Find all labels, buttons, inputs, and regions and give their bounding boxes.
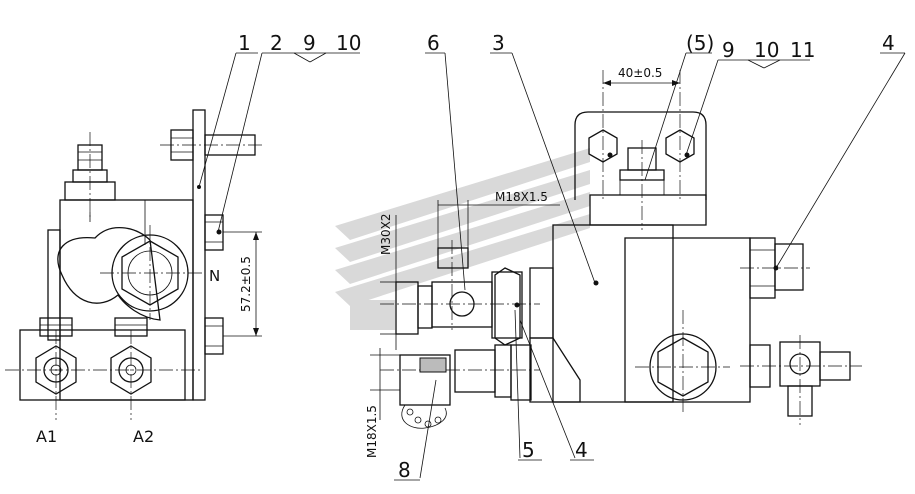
left-view bbox=[5, 109, 262, 420]
callout-10-right: 10 bbox=[754, 38, 779, 62]
port-labels: A1 A2 N bbox=[36, 267, 220, 446]
callout-5-paren: (5) bbox=[686, 31, 714, 55]
dimension-height: 57.2±0.5 bbox=[239, 256, 253, 312]
right-view bbox=[370, 70, 862, 429]
callout-8: 8 bbox=[398, 458, 411, 482]
watermark-logo bbox=[335, 148, 590, 330]
callout-10-left: 10 bbox=[336, 31, 361, 55]
callout-2: 2 bbox=[270, 31, 283, 55]
leader-lines bbox=[197, 52, 906, 481]
dimension-labels: 40±0.5 M18X1.5 M30X2 57.2±0.5 M18X1.5 bbox=[239, 66, 662, 458]
callout-labels: 1 2 9 10 6 3 (5) 9 10 11 4 5 4 8 bbox=[238, 31, 895, 482]
callout-1: 1 bbox=[238, 31, 251, 55]
port-label-a2: A2 bbox=[133, 427, 154, 446]
callout-9-right: 9 bbox=[722, 38, 735, 62]
callout-5-bottom: 5 bbox=[522, 438, 535, 462]
callout-4-top: 4 bbox=[882, 31, 895, 55]
port-label-a1: A1 bbox=[36, 427, 57, 446]
callout-4-bottom: 4 bbox=[575, 438, 588, 462]
callout-9-left: 9 bbox=[303, 31, 316, 55]
port-label-n: N bbox=[209, 267, 220, 285]
dimension-thread-vertical: M30X2 bbox=[379, 214, 393, 255]
dimension-thread-bottom: M18X1.5 bbox=[365, 405, 379, 458]
dimension-thread-top: M18X1.5 bbox=[495, 190, 548, 204]
callout-3: 3 bbox=[492, 31, 505, 55]
callout-11: 11 bbox=[790, 38, 815, 62]
dimension-spacing: 40±0.5 bbox=[618, 66, 662, 80]
callout-6: 6 bbox=[427, 31, 440, 55]
